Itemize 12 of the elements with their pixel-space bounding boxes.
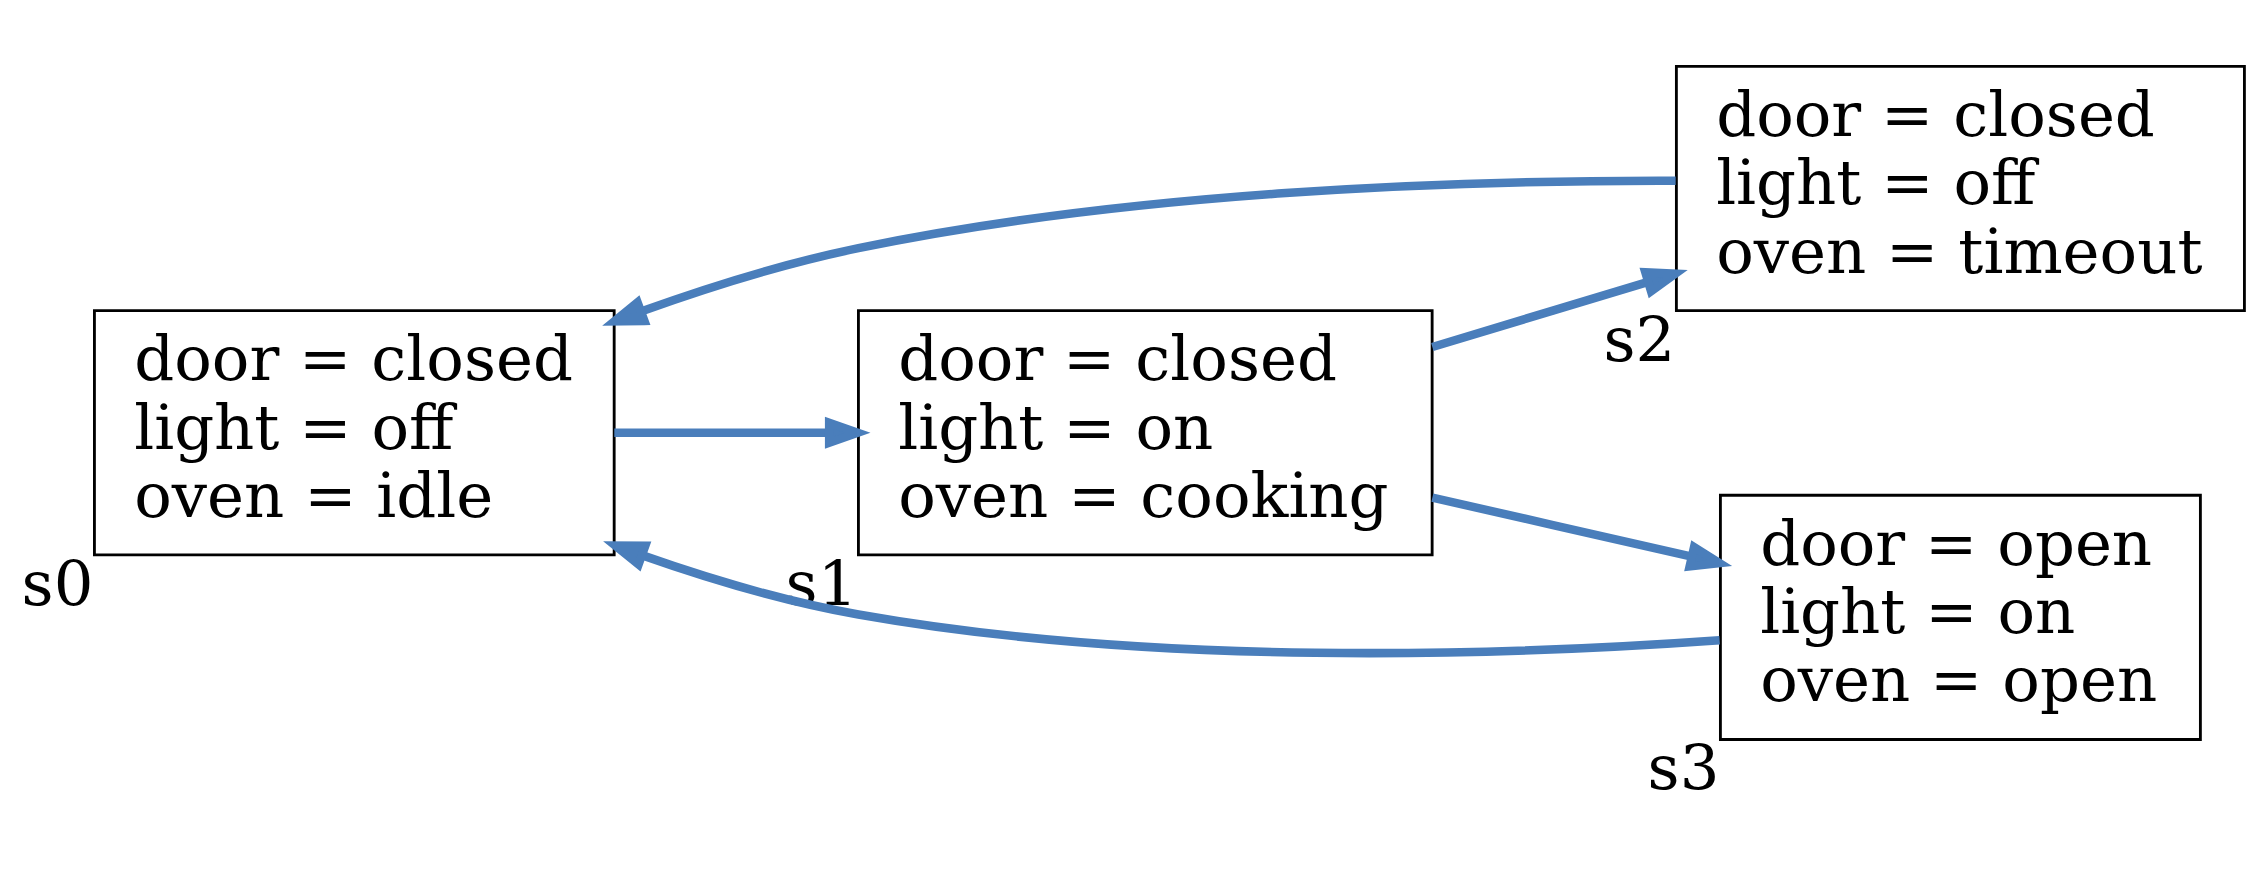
arrow bbox=[614, 416, 871, 449]
arrow bbox=[1431, 493, 1733, 572]
node-box: door = open light = on oven = open bbox=[1719, 493, 2202, 741]
node-label: s0 bbox=[21, 546, 94, 620]
arrow bbox=[603, 541, 1720, 658]
node-box: door = closed light = off oven = timeout bbox=[1674, 64, 2246, 313]
node-label: s3 bbox=[1647, 731, 1720, 805]
arrow bbox=[602, 176, 1676, 326]
node-box: door = closed light = on oven = cooking bbox=[857, 309, 1434, 557]
node-label: s2 bbox=[1603, 302, 1676, 376]
arrow bbox=[1431, 267, 1688, 352]
node-box: door = closed light = off oven = idle bbox=[93, 309, 616, 557]
